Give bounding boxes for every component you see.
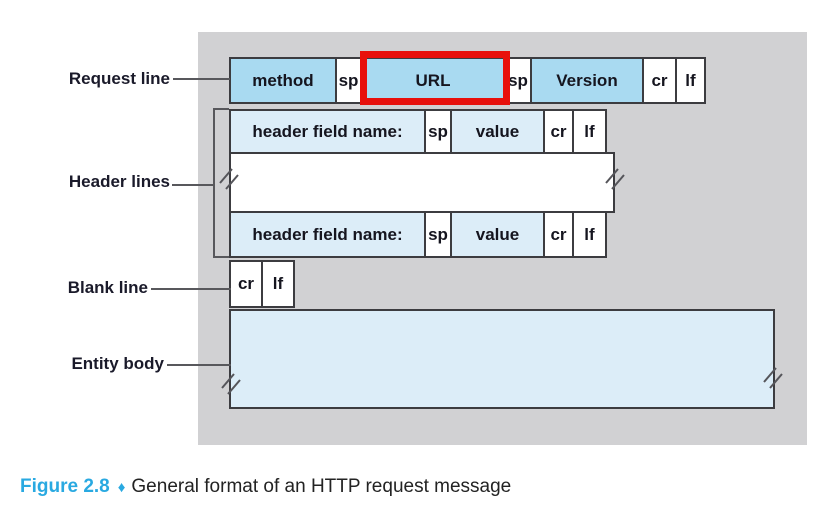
cell-sp: sp <box>424 109 452 154</box>
cell-url: URL <box>360 57 506 104</box>
label-blank-line: Blank line <box>67 278 148 297</box>
cell-cr: cr <box>642 57 677 104</box>
cell-cr: cr <box>543 109 574 154</box>
break-mark-icon <box>763 367 783 389</box>
diamond-icon: ♦ <box>117 479 126 496</box>
cell-version: Version <box>530 57 644 104</box>
cell-lf: lf <box>261 260 295 308</box>
cell-sp: sp <box>335 57 362 104</box>
label-header-lines: Header lines <box>68 172 170 191</box>
cell-sp: sp <box>424 211 452 258</box>
cell-header-field-name: header field name: <box>229 109 426 154</box>
header-line-row-2: header field name: sp value cr lf <box>229 211 607 258</box>
cell-cr: cr <box>543 211 574 258</box>
blank-line-row: cr lf <box>229 260 295 308</box>
caption-figure-number: Figure 2.8 <box>20 476 110 497</box>
cell-lf: lf <box>572 211 607 258</box>
elided-header-lines-box <box>229 152 615 213</box>
break-mark-icon <box>221 373 241 395</box>
header-lines-bracket <box>213 108 229 258</box>
cell-lf: lf <box>675 57 706 104</box>
break-mark-icon <box>605 168 625 190</box>
request-line-connector <box>173 78 230 80</box>
cell-lf: lf <box>572 109 607 154</box>
cell-cr: cr <box>229 260 263 308</box>
blank-line-connector <box>151 288 231 290</box>
label-request-line: Request line <box>68 69 170 88</box>
header-line-row-1: header field name: sp value cr lf <box>229 109 607 154</box>
break-mark-icon <box>219 168 239 190</box>
entity-body-box <box>229 309 775 409</box>
header-lines-connector <box>172 184 214 186</box>
cell-value: value <box>450 109 545 154</box>
cell-header-field-name: header field name: <box>229 211 426 258</box>
label-entity-body: Entity body <box>71 354 164 373</box>
entity-body-connector <box>167 364 231 366</box>
cell-value: value <box>450 211 545 258</box>
figure-caption: Figure 2.8 ♦ General format of an HTTP req… <box>20 476 511 498</box>
caption-text: General format of an HTTP request messag… <box>131 476 512 497</box>
url-highlight-box <box>360 51 510 105</box>
cell-method: method <box>229 57 337 104</box>
